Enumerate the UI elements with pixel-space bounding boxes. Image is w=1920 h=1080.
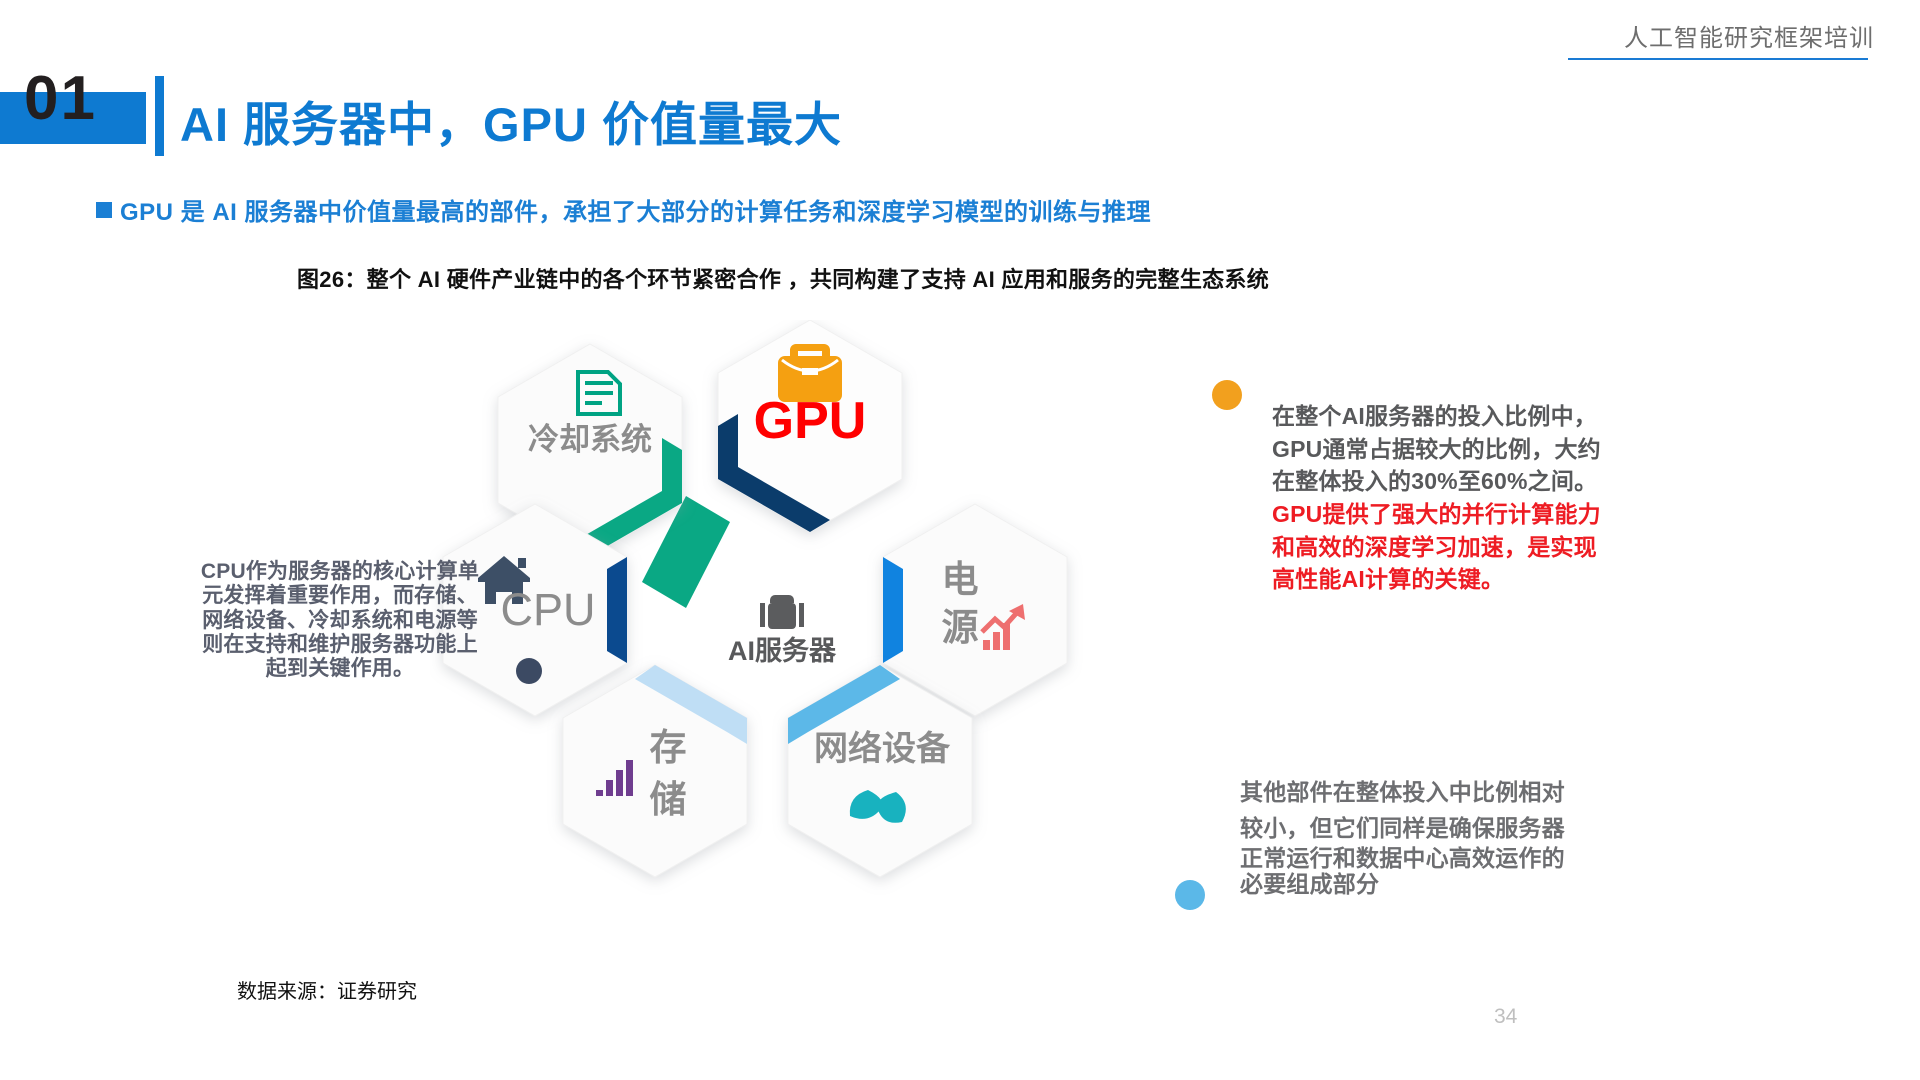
section-number-box — [0, 92, 146, 144]
header-accent-line — [1568, 58, 1868, 60]
callout-line: 在整个AI服务器的投入比例中， — [1272, 403, 1597, 429]
header-brand-title: 人工智能研究框架培训 — [1624, 25, 1874, 52]
hex-node-network[interactable]: 网络设备 — [787, 664, 973, 878]
growth-chart-icon — [980, 604, 1025, 650]
document-icon — [576, 370, 622, 416]
callout-line: 其他部件在整体投入中比例相对 — [1240, 779, 1565, 805]
square-bullet-icon — [96, 201, 112, 218]
callout-line: 必要组成部分 — [1240, 871, 1380, 898]
bar-chart-icon — [596, 760, 633, 796]
hex-label-cooling: 冷却系统 — [528, 422, 652, 457]
hex-label-storage-2: 储 — [650, 779, 687, 820]
callout-line: 较小，但它们同样是确保服务器 — [1240, 814, 1565, 841]
callout-line: GPU提供了强大的并行计算能力 — [1272, 500, 1601, 527]
subtitle-text: GPU 是 AI 服务器中价值量最高的部件，承担了大部分的计算任务和深度学习模型… — [120, 199, 1152, 226]
callout-right-top-dot — [1212, 380, 1242, 410]
page-number: 34 — [1494, 1005, 1518, 1028]
house-icon — [478, 556, 530, 606]
hexagon-diagram: 冷却系统 GPU — [430, 320, 1130, 960]
hex-node-power[interactable]: 电 源 — [882, 503, 1068, 717]
title-divider-bar — [155, 76, 164, 156]
callout-right-top-text: 在整个AI服务器的投入比例中， GPU通常占据较大的比例，大约 在整体投入的30… — [1272, 400, 1692, 596]
figure-caption: 图26：整个 AI 硬件产业链中的各个环节紧密合作 ，共同构建了支持 AI 应用… — [297, 267, 1270, 292]
callout-line: 高性能AI计算的关键。 — [1272, 566, 1505, 593]
callout-right-bottom-dot — [1175, 880, 1205, 910]
callout-line: 在整体投入的30%至60%之间。 — [1272, 468, 1598, 495]
callout-right-bottom-text: 其他部件在整体投入中比例相对 较小，但它们同样是确保服务器 正常运行和数据中心高… — [1240, 775, 1670, 898]
callout-line: 和高效的深度学习加速，是实现 — [1272, 533, 1597, 560]
hex-label-power-2: 源 — [942, 607, 979, 648]
briefcase-icon — [778, 344, 842, 402]
center-label: AI服务器 — [728, 636, 837, 666]
callout-left-dot — [516, 658, 542, 684]
subtitle-row: GPU 是 AI 服务器中价值量最高的部件，承担了大部分的计算任务和深度学习模型… — [96, 192, 1151, 227]
leaf-icon — [849, 790, 906, 823]
source-note: 数据来源：证券研究 — [237, 981, 417, 1003]
page-title: AI 服务器中，GPU 价值量最大 — [180, 98, 842, 151]
hex-label-gpu: GPU — [754, 392, 867, 450]
hex-node-cooling[interactable]: 冷却系统 — [497, 343, 683, 557]
hex-label-network: 网络设备 — [814, 729, 951, 768]
band-cooling — [642, 496, 730, 608]
briefcase-icon — [760, 595, 804, 629]
hex-label-storage-1: 存 — [650, 727, 687, 768]
hex-node-cpu[interactable]: CPU — [442, 503, 628, 717]
callout-left-text: CPU作为服务器的核心计算单元发挥着重要作用，而存储、网络设备、冷却系统和电源等… — [200, 560, 480, 681]
hex-node-gpu[interactable]: GPU — [717, 320, 903, 533]
section-number: 01 — [24, 64, 97, 133]
hex-label-cpu: CPU — [500, 584, 595, 635]
hex-node-storage[interactable]: 存 储 — [562, 664, 748, 878]
hex-label-power-1: 电 — [942, 559, 979, 600]
callout-line: GPU通常占据较大的比例，大约 — [1272, 435, 1601, 462]
diagram-center: AI服务器 — [728, 595, 837, 666]
callout-line: 正常运行和数据中心高效运作的 — [1240, 845, 1565, 872]
